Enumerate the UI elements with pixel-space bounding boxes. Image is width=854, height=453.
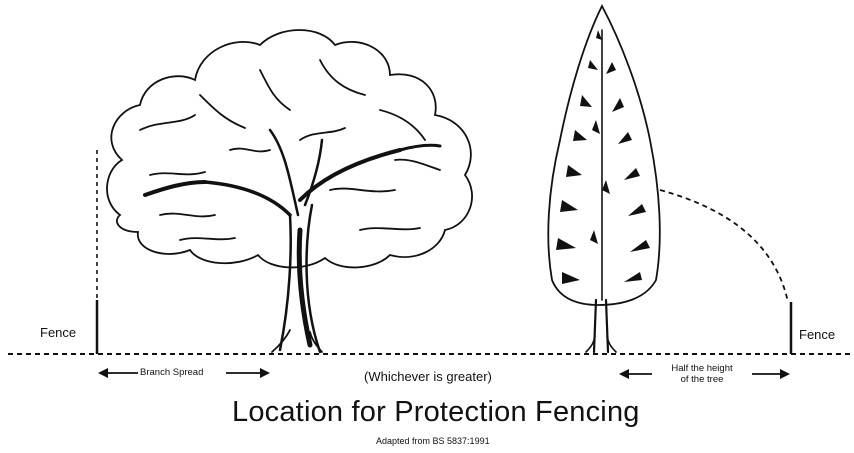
half-height-line1: Half the height: [652, 363, 752, 374]
source-note: Adapted from BS 5837:1991: [376, 436, 490, 446]
half-height-line2: of the tree: [652, 374, 752, 385]
fence-left-label: Fence: [40, 325, 76, 340]
whichever-label: (Whichever is greater): [364, 369, 492, 384]
diagram-title: Location for Protection Fencing: [232, 396, 640, 429]
conifer-tree-icon: [548, 6, 660, 352]
fence-right-label: Fence: [799, 327, 835, 342]
half-height-label: Half the height of the tree: [652, 363, 752, 385]
half-height-arc: [660, 190, 788, 302]
broadleaf-tree-icon: [107, 30, 472, 352]
branch-spread-label: Branch Spread: [140, 367, 203, 378]
